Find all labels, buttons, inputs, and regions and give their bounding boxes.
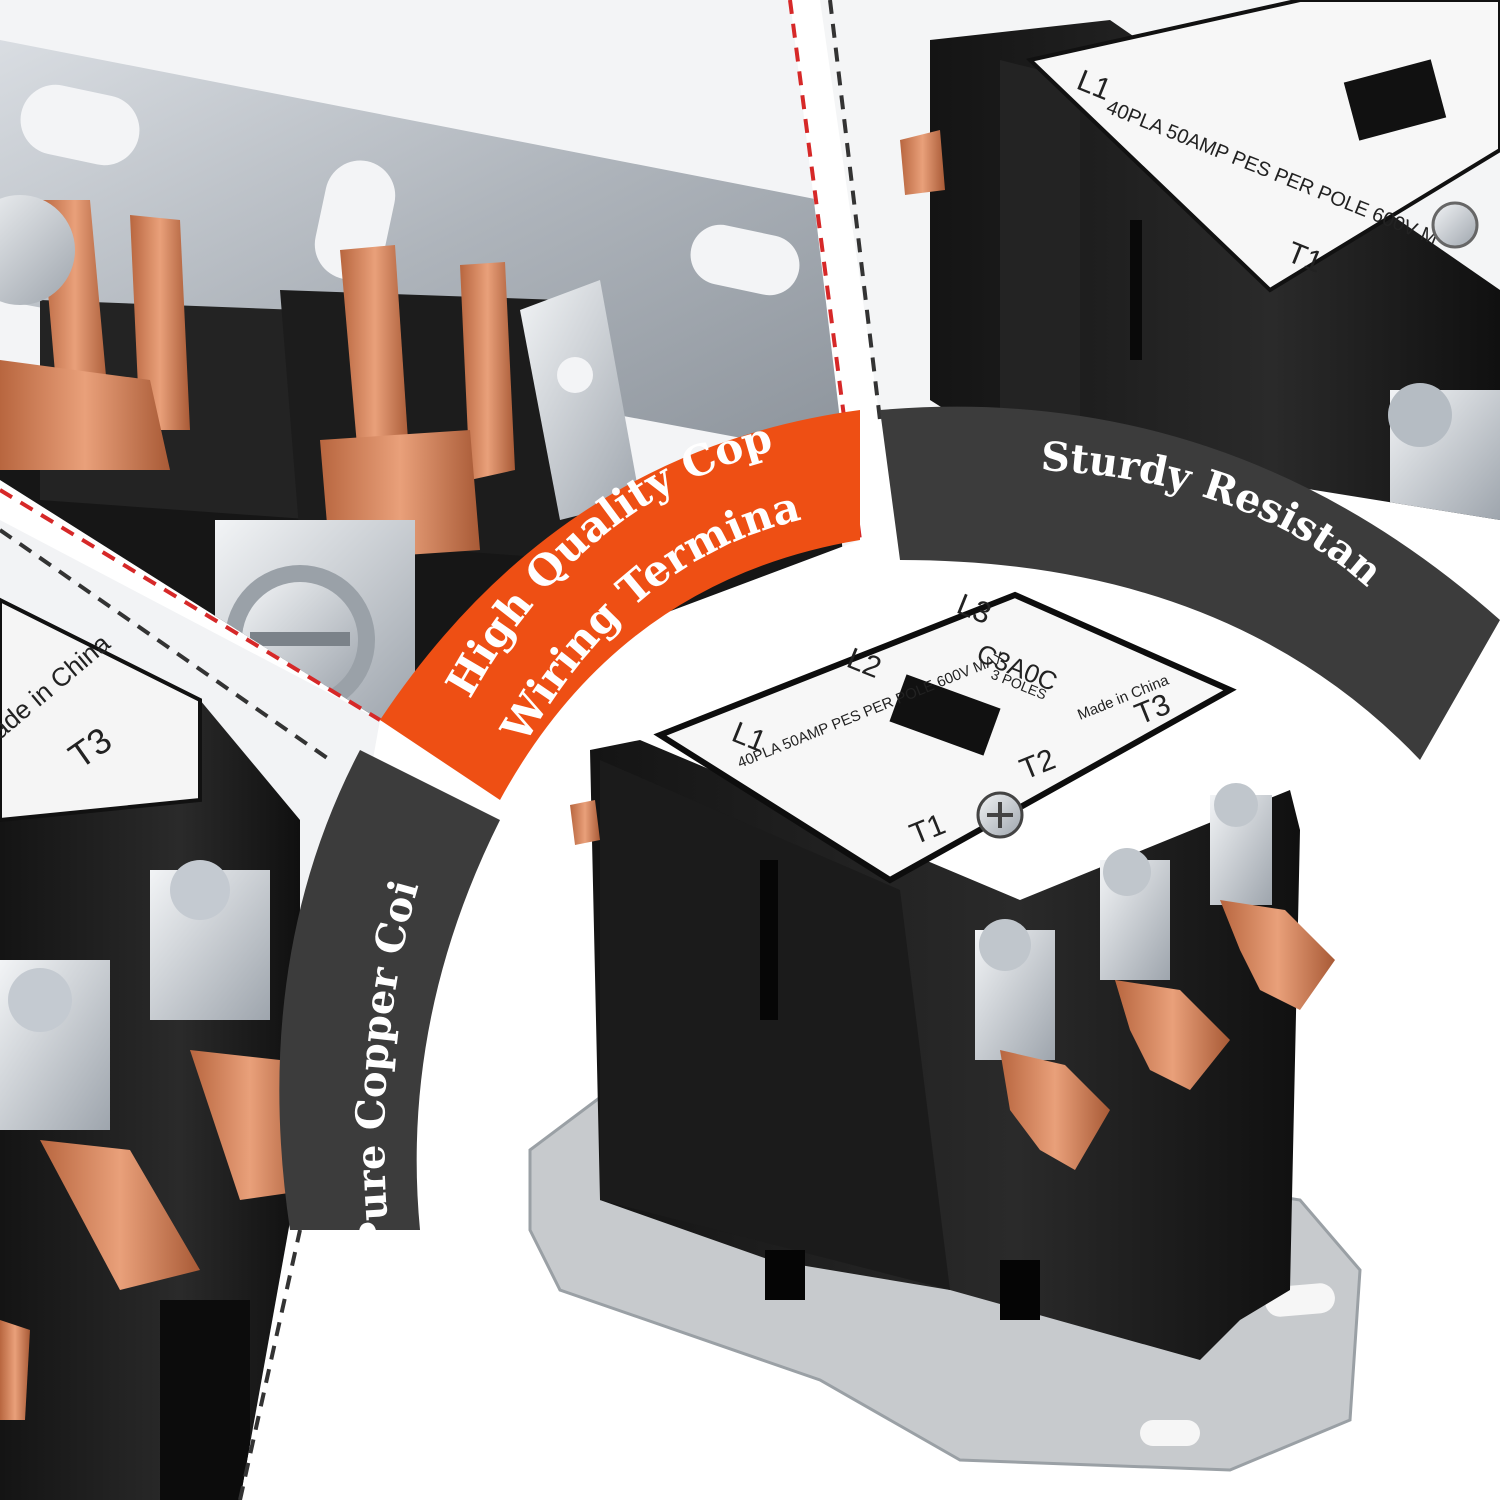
copper-terminal-band [380,410,860,800]
coil-band [279,750,500,1230]
sturdy-band [880,406,1500,760]
divider-red-dashed-left [0,488,382,722]
divider-dark-dashed-left [0,528,332,762]
divider-red-dashed [788,0,862,541]
top-right-contactor-panel: L1 40PLA 50AMP PES PER POLE 600V M T1 [820,0,1500,520]
main-contactor: L1 L2 L3 40PLA 50AMP PES PER POLE 600V M… [528,588,1362,1472]
